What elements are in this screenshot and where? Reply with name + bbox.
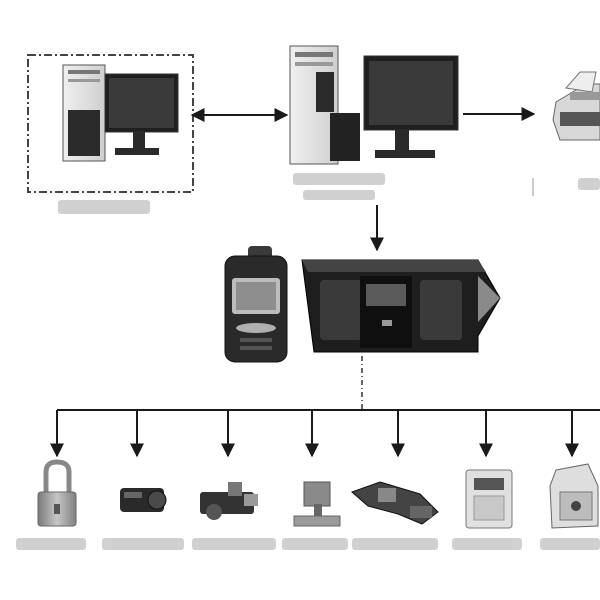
client-computer bbox=[27, 54, 194, 214]
handle-lock-label-blurred bbox=[352, 538, 438, 550]
valve-lock-icon bbox=[200, 482, 258, 520]
cylinder-lock bbox=[102, 488, 184, 550]
handle-lock-icon bbox=[351, 481, 439, 525]
padlock bbox=[16, 459, 86, 550]
padlock-label-blurred bbox=[16, 538, 86, 550]
server-computer bbox=[289, 45, 459, 200]
server-sublabel-blurred bbox=[303, 190, 375, 200]
handheld-terminal bbox=[224, 246, 288, 363]
cabinet-lock-icon bbox=[465, 469, 513, 529]
handheld-device-icon bbox=[224, 246, 288, 363]
desktop-computer-icon bbox=[62, 64, 179, 162]
printer-label-blurred bbox=[578, 178, 600, 190]
valve-lock bbox=[192, 482, 276, 550]
box-lock-label-blurred bbox=[540, 538, 600, 550]
padlock-icon bbox=[37, 459, 77, 527]
handle-lock bbox=[351, 481, 439, 550]
bracket-lock bbox=[282, 481, 348, 550]
printer bbox=[552, 71, 600, 190]
server-label-blurred bbox=[293, 173, 385, 185]
client-label-blurred bbox=[58, 200, 150, 214]
cabinet-lock bbox=[452, 469, 522, 550]
client-dashed-frame bbox=[27, 54, 194, 193]
bus-drop-arrows bbox=[50, 410, 579, 458]
charging-dock bbox=[301, 259, 501, 353]
bracket-lock-label-blurred bbox=[282, 538, 348, 550]
cylinder-lock-label-blurred bbox=[102, 538, 184, 550]
box-lock-icon bbox=[549, 463, 599, 529]
bracket-lock-icon bbox=[293, 481, 341, 527]
cylinder-lock-icon bbox=[120, 488, 167, 512]
docking-station-icon bbox=[301, 259, 501, 353]
desktop-computer-icon bbox=[289, 45, 459, 165]
valve-lock-label-blurred bbox=[192, 538, 276, 550]
printer-icon bbox=[552, 71, 600, 141]
cabinet-lock-label-blurred bbox=[452, 538, 522, 550]
box-lock bbox=[540, 463, 600, 550]
